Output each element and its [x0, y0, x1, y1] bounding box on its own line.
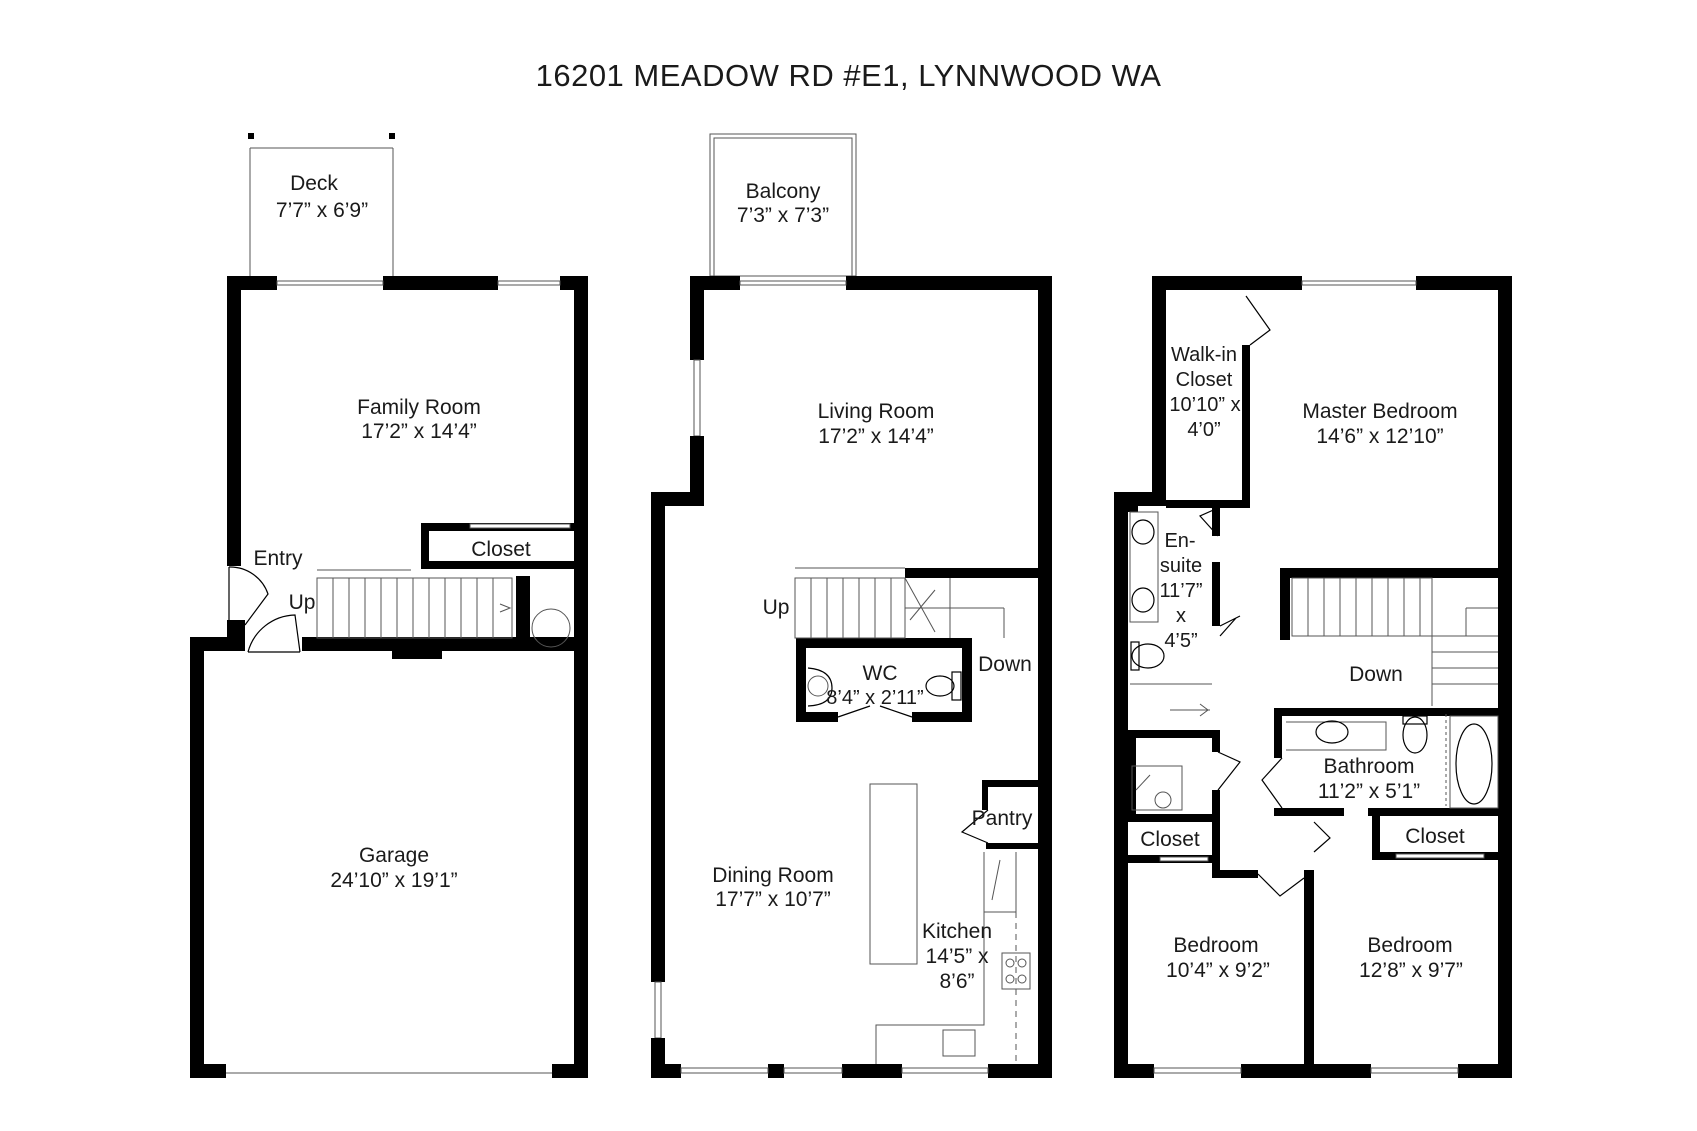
master-bedroom-size: 14’6” x 12’10” [1316, 425, 1443, 448]
floor-1-walls [190, 276, 588, 1078]
plan-title: 16201 MEADOW RD #E1, LYNNWOOD WA [535, 58, 1162, 93]
wc-size: 8’4” x 2’11” [826, 687, 923, 709]
kitchen-size-1: 14’5” x [925, 945, 989, 968]
bathroom-label: Bathroom [1323, 755, 1414, 778]
living-room-size: 17’2” x 14’4” [818, 425, 934, 448]
ensuite-line2: suite [1160, 555, 1202, 577]
family-room-size: 17’2” x 14’4” [361, 420, 477, 443]
master-bedroom-label: Master Bedroom [1302, 400, 1457, 423]
floor-3-walls [1114, 276, 1512, 1078]
closet-label: Closet [471, 538, 531, 561]
floor2-down-label: Down [978, 653, 1032, 676]
balcony-label: Balcony [746, 180, 821, 203]
walkin-line3: 10’10” x [1169, 394, 1240, 416]
wc-label: WC [863, 662, 898, 685]
floor-1-stairs [316, 569, 513, 639]
ensuite-line4: x [1176, 605, 1186, 627]
floor-3-fixtures [1129, 295, 1499, 897]
bedroom-left-label: Bedroom [1173, 934, 1258, 957]
ensuite-line3: 11’7” [1160, 580, 1203, 602]
garage-label: Garage [359, 844, 429, 867]
floor-1-doors [228, 566, 571, 653]
floor2-up-label: Up [763, 596, 790, 619]
deck-size: 7’7” x 6’9” [276, 199, 368, 222]
dining-room-label: Dining Room [712, 864, 833, 887]
floor-2-fixtures [807, 667, 1031, 1064]
pantry-label: Pantry [972, 807, 1033, 830]
kitchen-label: Kitchen [922, 920, 992, 943]
bedroom-left-size: 10’4” x 9’2” [1166, 959, 1270, 982]
family-room-label: Family Room [357, 396, 481, 419]
dining-room-size: 17’7” x 10’7” [715, 888, 831, 911]
floor-2: Balcony 7’3” x 7’3” Living Room 17’2” x … [651, 133, 1052, 1078]
walkin-line1: Walk-in [1171, 344, 1237, 366]
walkin-line4: 4’0” [1187, 419, 1220, 441]
closet-right-label: Closet [1405, 825, 1465, 848]
walkin-line2: Closet [1176, 369, 1233, 391]
garage-size: 24’10” x 19’1” [330, 869, 457, 892]
bedroom-right-label: Bedroom [1367, 934, 1452, 957]
kitchen-size-2: 8’6” [939, 970, 974, 993]
living-room-label: Living Room [818, 400, 935, 423]
floor-2-walls [651, 276, 1052, 1078]
deck-label: Deck [290, 172, 338, 195]
deck [248, 133, 395, 276]
floor3-down-label: Down [1349, 663, 1403, 686]
closet-left-label: Closet [1140, 828, 1200, 851]
floor-2-stairs [794, 567, 1005, 639]
balcony-size: 7’3” x 7’3” [737, 204, 829, 227]
bedroom-right-size: 12’8” x 9’7” [1359, 959, 1463, 982]
ensuite-line5: 4’5” [1164, 630, 1197, 652]
floor-3: Walk-in Closet 10’10” x 4’0” Master Bedr… [1114, 276, 1512, 1078]
entry-label: Entry [253, 547, 303, 570]
ensuite-line1: En- [1164, 530, 1195, 552]
up-label: Up [289, 591, 316, 614]
floor-1: Deck 7’7” x 6’9” Family Room 17’2” x 14’… [190, 133, 588, 1078]
bathroom-size: 11’2” x 5’1” [1318, 780, 1420, 803]
balcony [709, 133, 857, 277]
floor-3-stairs [1291, 577, 1498, 706]
